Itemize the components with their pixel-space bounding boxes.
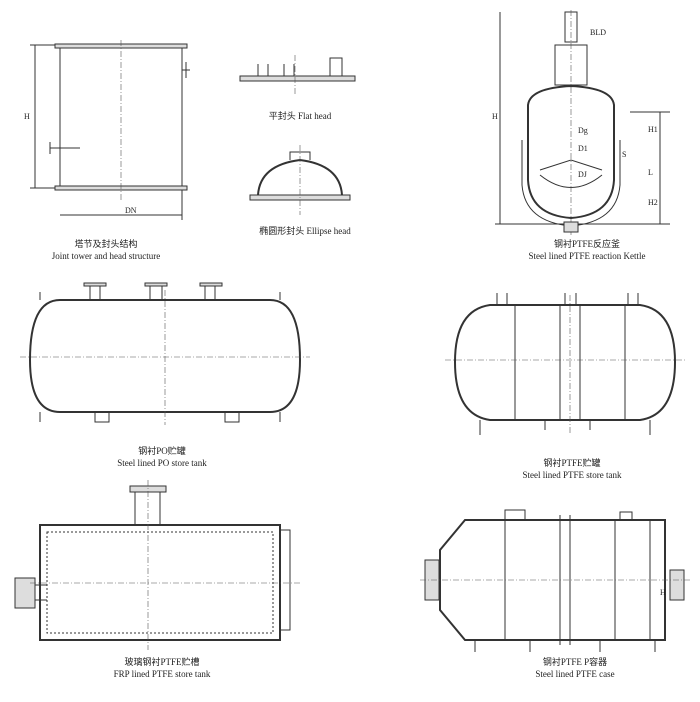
caption-po-store-tank: 钢衬PO贮罐 Steel lined PO store tank <box>117 445 207 469</box>
ptfe-store-tank-drawing <box>445 293 685 435</box>
caption-en: Flat head <box>298 111 332 121</box>
caption-ellipse-head: 椭圆形封头 Ellipse head <box>259 225 351 237</box>
caption-ptfe-case: 钢衬PTFE P容器 Steel lined PTFE case <box>535 656 614 680</box>
l-label: L <box>648 168 653 177</box>
ellipse-head-drawing <box>249 145 351 215</box>
bld-label: BLD <box>590 28 606 37</box>
caption-cn: 玻璃钢衬PTFE贮槽 <box>124 657 200 667</box>
caption-en: Steel lined PTFE store tank <box>522 470 622 480</box>
height-label: H <box>492 112 498 121</box>
caption-cn: 钢衬PTFE贮罐 <box>543 458 601 468</box>
dj-label: DJ <box>578 170 587 179</box>
h2-label: H2 <box>648 198 658 207</box>
d1-label: D1 <box>578 144 588 153</box>
caption-cn: 椭圆形封头 <box>259 226 305 236</box>
caption-en: Ellipse head <box>306 226 351 236</box>
caption-en: FRP lined PTFE store tank <box>113 669 211 679</box>
joint-tower-drawing <box>30 40 190 220</box>
h-label: H <box>660 588 666 597</box>
frp-store-tank-drawing <box>14 480 300 650</box>
caption-en: Steel lined PTFE reaction Kettle <box>528 251 646 261</box>
caption-cn: 平封头 <box>268 111 296 121</box>
caption-en: Joint tower and head structure <box>51 251 161 261</box>
caption-cn: 钢衬PO贮罐 <box>138 446 186 456</box>
caption-cn: 塔节及封头结构 <box>74 239 138 249</box>
s-label: S <box>622 150 627 159</box>
caption-en: Steel lined PTFE case <box>535 669 615 679</box>
caption-frp-store-tank: 玻璃钢衬PTFE贮槽 FRP lined PTFE store tank <box>114 656 211 680</box>
h1-label: H1 <box>648 125 658 134</box>
dg-label: Dg <box>578 126 588 135</box>
caption-ptfe-store-tank: 钢衬PTFE贮罐 Steel lined PTFE store tank <box>523 457 622 481</box>
po-store-tank-drawing <box>20 282 310 425</box>
height-label: H <box>24 112 30 121</box>
caption-cn: 钢衬PTFE反应釜 <box>553 239 621 249</box>
diameter-label: DN <box>125 206 137 215</box>
flat-head-drawing <box>239 55 356 95</box>
caption-en: Steel lined PO store tank <box>117 458 207 468</box>
ptfe-case-drawing <box>420 509 690 652</box>
caption-reaction-kettle: 钢衬PTFE反应釜 Steel lined PTFE reaction Kettl… <box>529 238 646 262</box>
reaction-kettle-drawing <box>495 10 670 235</box>
caption-cn: 钢衬PTFE P容器 <box>542 657 608 667</box>
caption-joint-tower: 塔节及封头结构 Joint tower and head structure <box>52 238 160 262</box>
caption-flat-head: 平封头 Flat head <box>269 110 332 122</box>
